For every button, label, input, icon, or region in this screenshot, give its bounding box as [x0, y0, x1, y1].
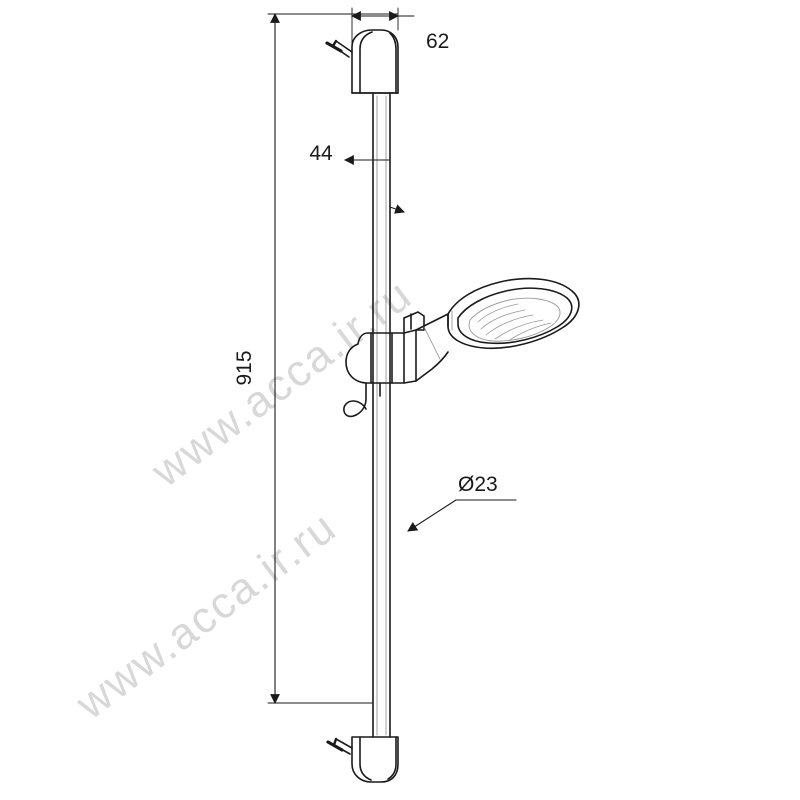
dimension-diameter-23: Ø23 [407, 473, 517, 532]
bottom-wall-bracket [326, 736, 399, 783]
vertical-rail [372, 92, 391, 738]
dimension-label-62: 62 [426, 30, 449, 53]
top-wall-bracket [325, 29, 399, 94]
dimension-label-44: 44 [309, 142, 333, 165]
dimension-915: 915 [233, 13, 399, 704]
hand-shower-head [415, 277, 580, 382]
dimension-44: 44 [309, 142, 405, 214]
rail-slider-holder [343, 311, 425, 418]
dimension-label-915: 915 [233, 350, 256, 385]
dimension-label-diameter: Ø23 [458, 473, 498, 496]
dimension-62: 62 [351, 7, 449, 53]
